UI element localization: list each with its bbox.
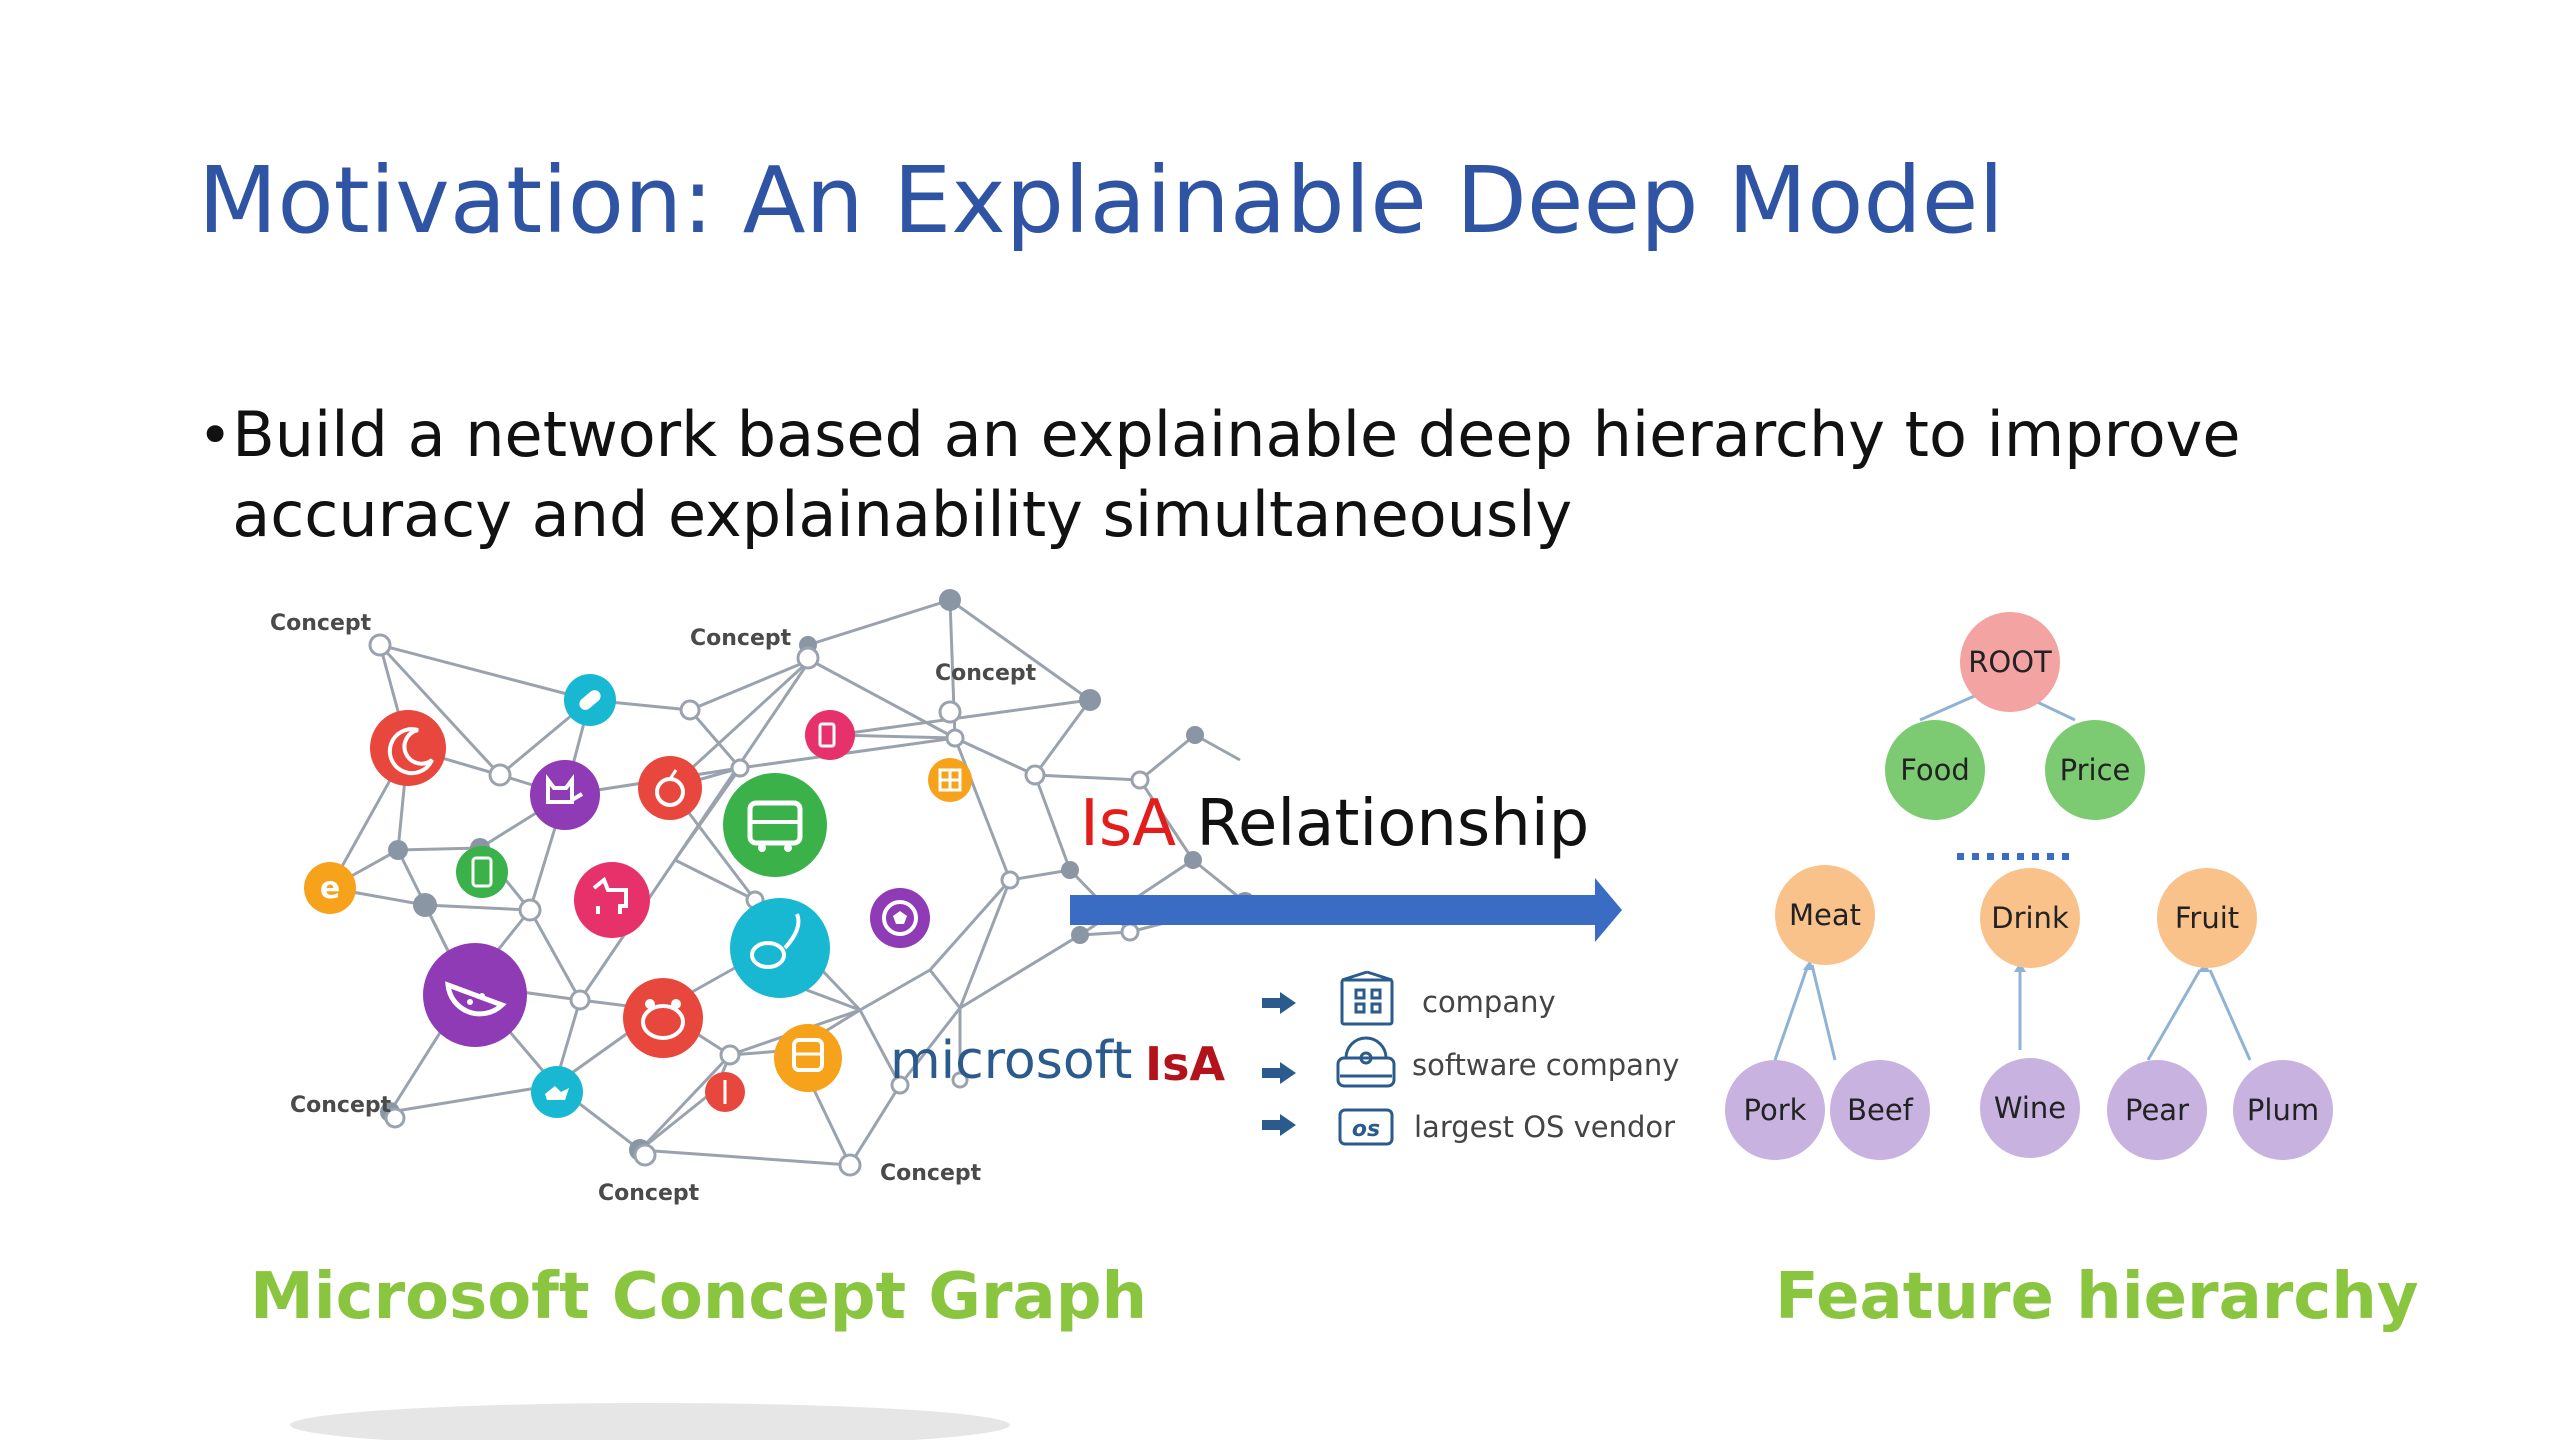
small-arrow-icon [1262,1114,1296,1136]
root-label: ROOT [1968,645,2052,679]
node-label: Pear [2125,1093,2189,1127]
os-icon-text: os [1352,1117,1380,1142]
isa-small-label: IsA [1145,1037,1225,1091]
hierarchy-node: Meat [1775,865,1875,965]
node-label: Drink [1991,901,2069,935]
hierarchy-dotted-separator [1957,853,2069,860]
grid-icon [928,758,972,802]
bullet-text: Build a network based an explainable dee… [232,398,2241,551]
concept-label: Concept [598,1181,700,1206]
feature-hierarchy: ROOT Food Price Meat Drink Fruit Pork B [1725,612,2419,1334]
concept-label: Concept [880,1161,982,1186]
cat-icon [530,760,600,830]
node-label: Meat [1789,898,1861,932]
node-label: Wine [1994,1091,2066,1125]
usb-icon [705,1072,745,1112]
bullet-point: • Build a network based an explainable d… [198,395,2348,555]
microsoft-term: microsoft [890,1031,1132,1091]
dog-icon [574,862,650,938]
concept-label-markers [368,633,962,1177]
software-icon [1336,1036,1396,1088]
hierarchy-node: Price [2045,720,2145,820]
small-arrow-icon [1262,1062,1296,1084]
hierarchy-node: Fruit [2157,868,2257,968]
building-icon [1340,970,1394,1026]
concept-graph: e [250,589,1255,1334]
concept-graph-caption: Microsoft Concept Graph [250,1260,1147,1334]
node-label: Plum [2247,1093,2319,1127]
concept-label: Concept [270,611,372,636]
isa-item: software company [1262,1036,1679,1088]
hierarchy-leaf: Beef [1830,1060,1930,1160]
arrow-right-icon [1070,878,1622,942]
feature-hierarchy-caption: Feature hierarchy [1775,1260,2419,1334]
node-label: Food [1900,753,1970,787]
os-icon: os [1338,1108,1394,1146]
bus-icon [723,773,827,877]
train-icon [774,1024,842,1092]
concept-label: Concept [690,626,792,651]
moon-icon [370,710,446,786]
bottom-shadow [290,1403,1010,1440]
node-label: Pork [1744,1093,1807,1127]
svg-text:e: e [320,871,340,906]
hierarchy-leaf: Wine [1980,1058,2080,1158]
hierarchy-leaf: Plum [2233,1060,2333,1160]
watermelon-icon [423,943,527,1047]
node-label: Fruit [2175,901,2239,935]
isa-item-text: company [1422,985,1556,1019]
isa-item: os largest OS vendor [1262,1108,1675,1146]
soccer-icon [870,888,930,948]
isa-item-text: software company [1412,1048,1679,1082]
concept-label: Concept [935,661,1037,686]
hierarchy-leaf: Pear [2107,1060,2207,1160]
fuel-icon [805,710,855,760]
isa-relationship-label: IsA Relationship [1080,787,1589,861]
small-arrow-icon [1262,992,1296,1014]
isa-item-text: largest OS vendor [1414,1110,1675,1144]
bird-icon [531,1066,583,1118]
isa-item: company [1262,970,1556,1026]
mouse-icon [730,898,830,998]
hamster-icon [623,978,703,1058]
isa-relationship: IsA Relationship microsoft IsA company [890,787,1679,1146]
node-label: Price [2060,753,2131,787]
hierarchy-leaf: Pork [1725,1060,1825,1160]
phone-icon [456,846,508,898]
isa-red-label: IsA [1080,787,1176,861]
relationship-word: Relationship [1176,787,1589,861]
apple-icon [638,756,702,820]
ie-icon: e [304,862,356,914]
root-node: ROOT [1960,612,2060,712]
bullet-dot-icon: • [198,401,233,469]
hierarchy-node: Food [1885,720,1985,820]
hierarchy-node: Drink [1980,868,2080,968]
concept-label: Concept [290,1093,392,1118]
slide-title: Motivation: An Explainable Deep Model [198,147,2004,254]
node-label: Beef [1847,1093,1914,1127]
pill-icon [564,674,616,726]
